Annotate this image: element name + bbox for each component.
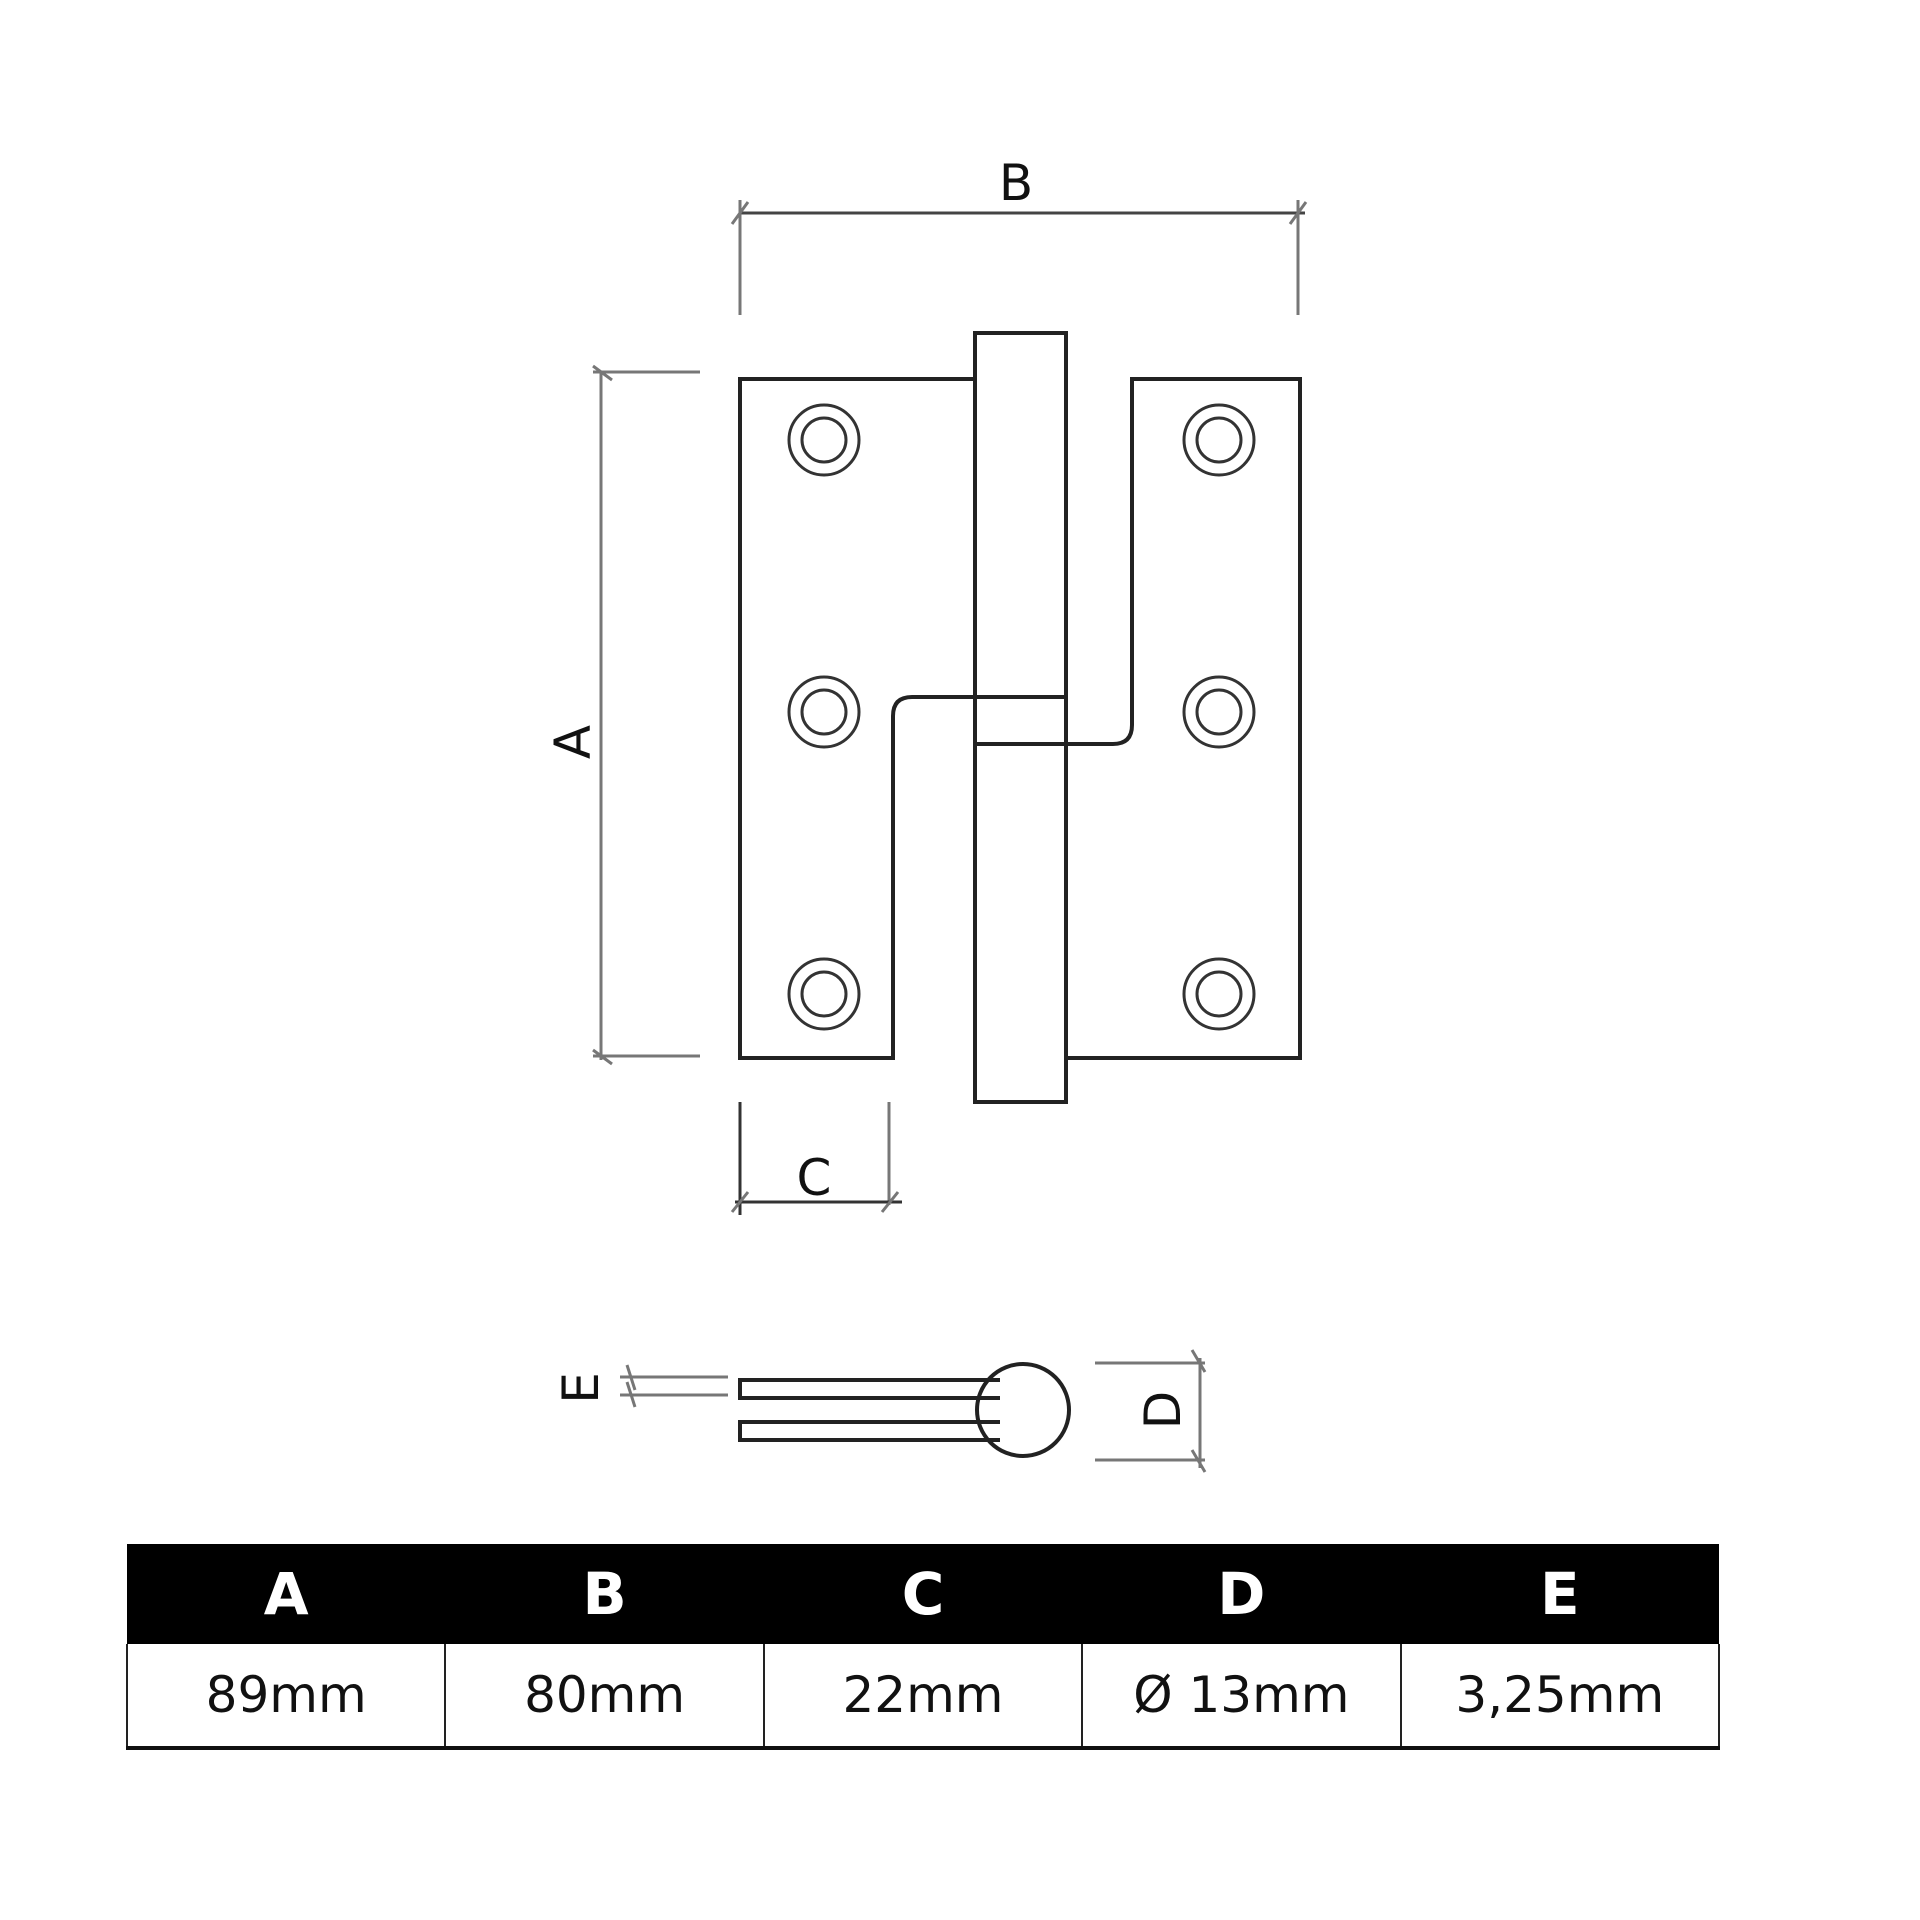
header-b: B <box>445 1544 764 1644</box>
label-d: D <box>1134 1391 1192 1430</box>
label-a: A <box>544 725 602 759</box>
value-b: 80mm <box>444 1644 765 1750</box>
table-row: 89mm 80mm 22mm Ø 13mm 3,25mm <box>125 1644 1721 1750</box>
screw-holes <box>787 403 1256 1031</box>
header-a: A <box>127 1544 446 1644</box>
dimension-lines <box>592 200 1308 1473</box>
hinge-top-view <box>738 1362 1071 1458</box>
label-b: B <box>999 154 1033 212</box>
dimensions-table: A B C D E 89mm 80mm 22mm Ø 13mm 3,25mm <box>125 1544 1721 1750</box>
value-a: 89mm <box>125 1644 447 1750</box>
label-e: E <box>552 1372 610 1404</box>
header-c: C <box>763 1544 1083 1644</box>
hinge-front-view <box>738 331 1302 1104</box>
header-d: D <box>1082 1544 1401 1644</box>
value-e: 3,25mm <box>1399 1644 1721 1750</box>
header-e: E <box>1400 1544 1719 1644</box>
label-c: C <box>797 1149 832 1207</box>
value-c: 22mm <box>762 1644 1084 1750</box>
table-header-row: A B C D E <box>127 1544 1719 1644</box>
value-d: Ø 13mm <box>1081 1644 1402 1750</box>
